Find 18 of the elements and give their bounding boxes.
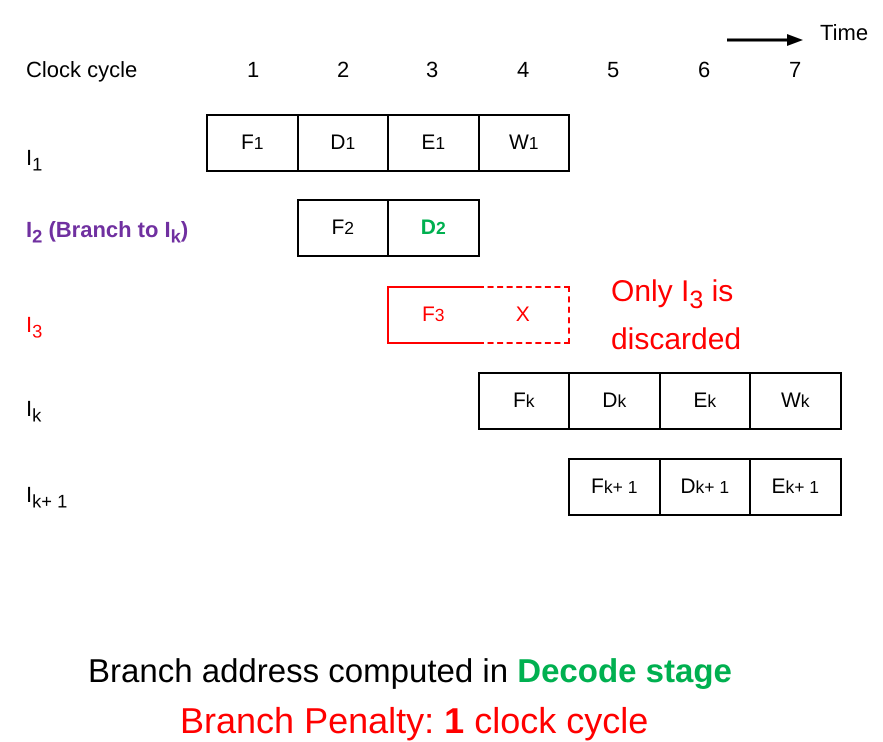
instruction-label: I$_{3}$ — [26, 312, 42, 342]
cycle-number: 4 — [517, 57, 530, 83]
caption-text: Branch Penalty: 1 clock cycle — [180, 700, 648, 742]
cycle-number: 6 — [698, 57, 710, 83]
row-header: Clock cycle — [26, 57, 138, 83]
cycle-number: 3 — [426, 57, 438, 83]
instruction-label: I$_{k+ 1}$ — [26, 482, 68, 512]
cycle-number: 7 — [789, 57, 802, 83]
caption-text: Branch address computed in Decode stage — [88, 652, 732, 690]
axis-label: Time — [820, 20, 868, 46]
cycle-number: 2 — [337, 57, 350, 83]
instruction-label: I$_{k}$ — [26, 396, 42, 426]
cycle-number: 5 — [607, 57, 620, 83]
cycle-number: 1 — [247, 57, 260, 83]
annotation: Only I$_{3}$ is discarded — [611, 274, 742, 358]
discarded-stage-box: X — [478, 286, 570, 344]
instruction-label: I$_{1}$ — [26, 145, 42, 176]
instruction-label: I$_{2}$ (Branch to I$_{k}$) — [26, 217, 188, 248]
